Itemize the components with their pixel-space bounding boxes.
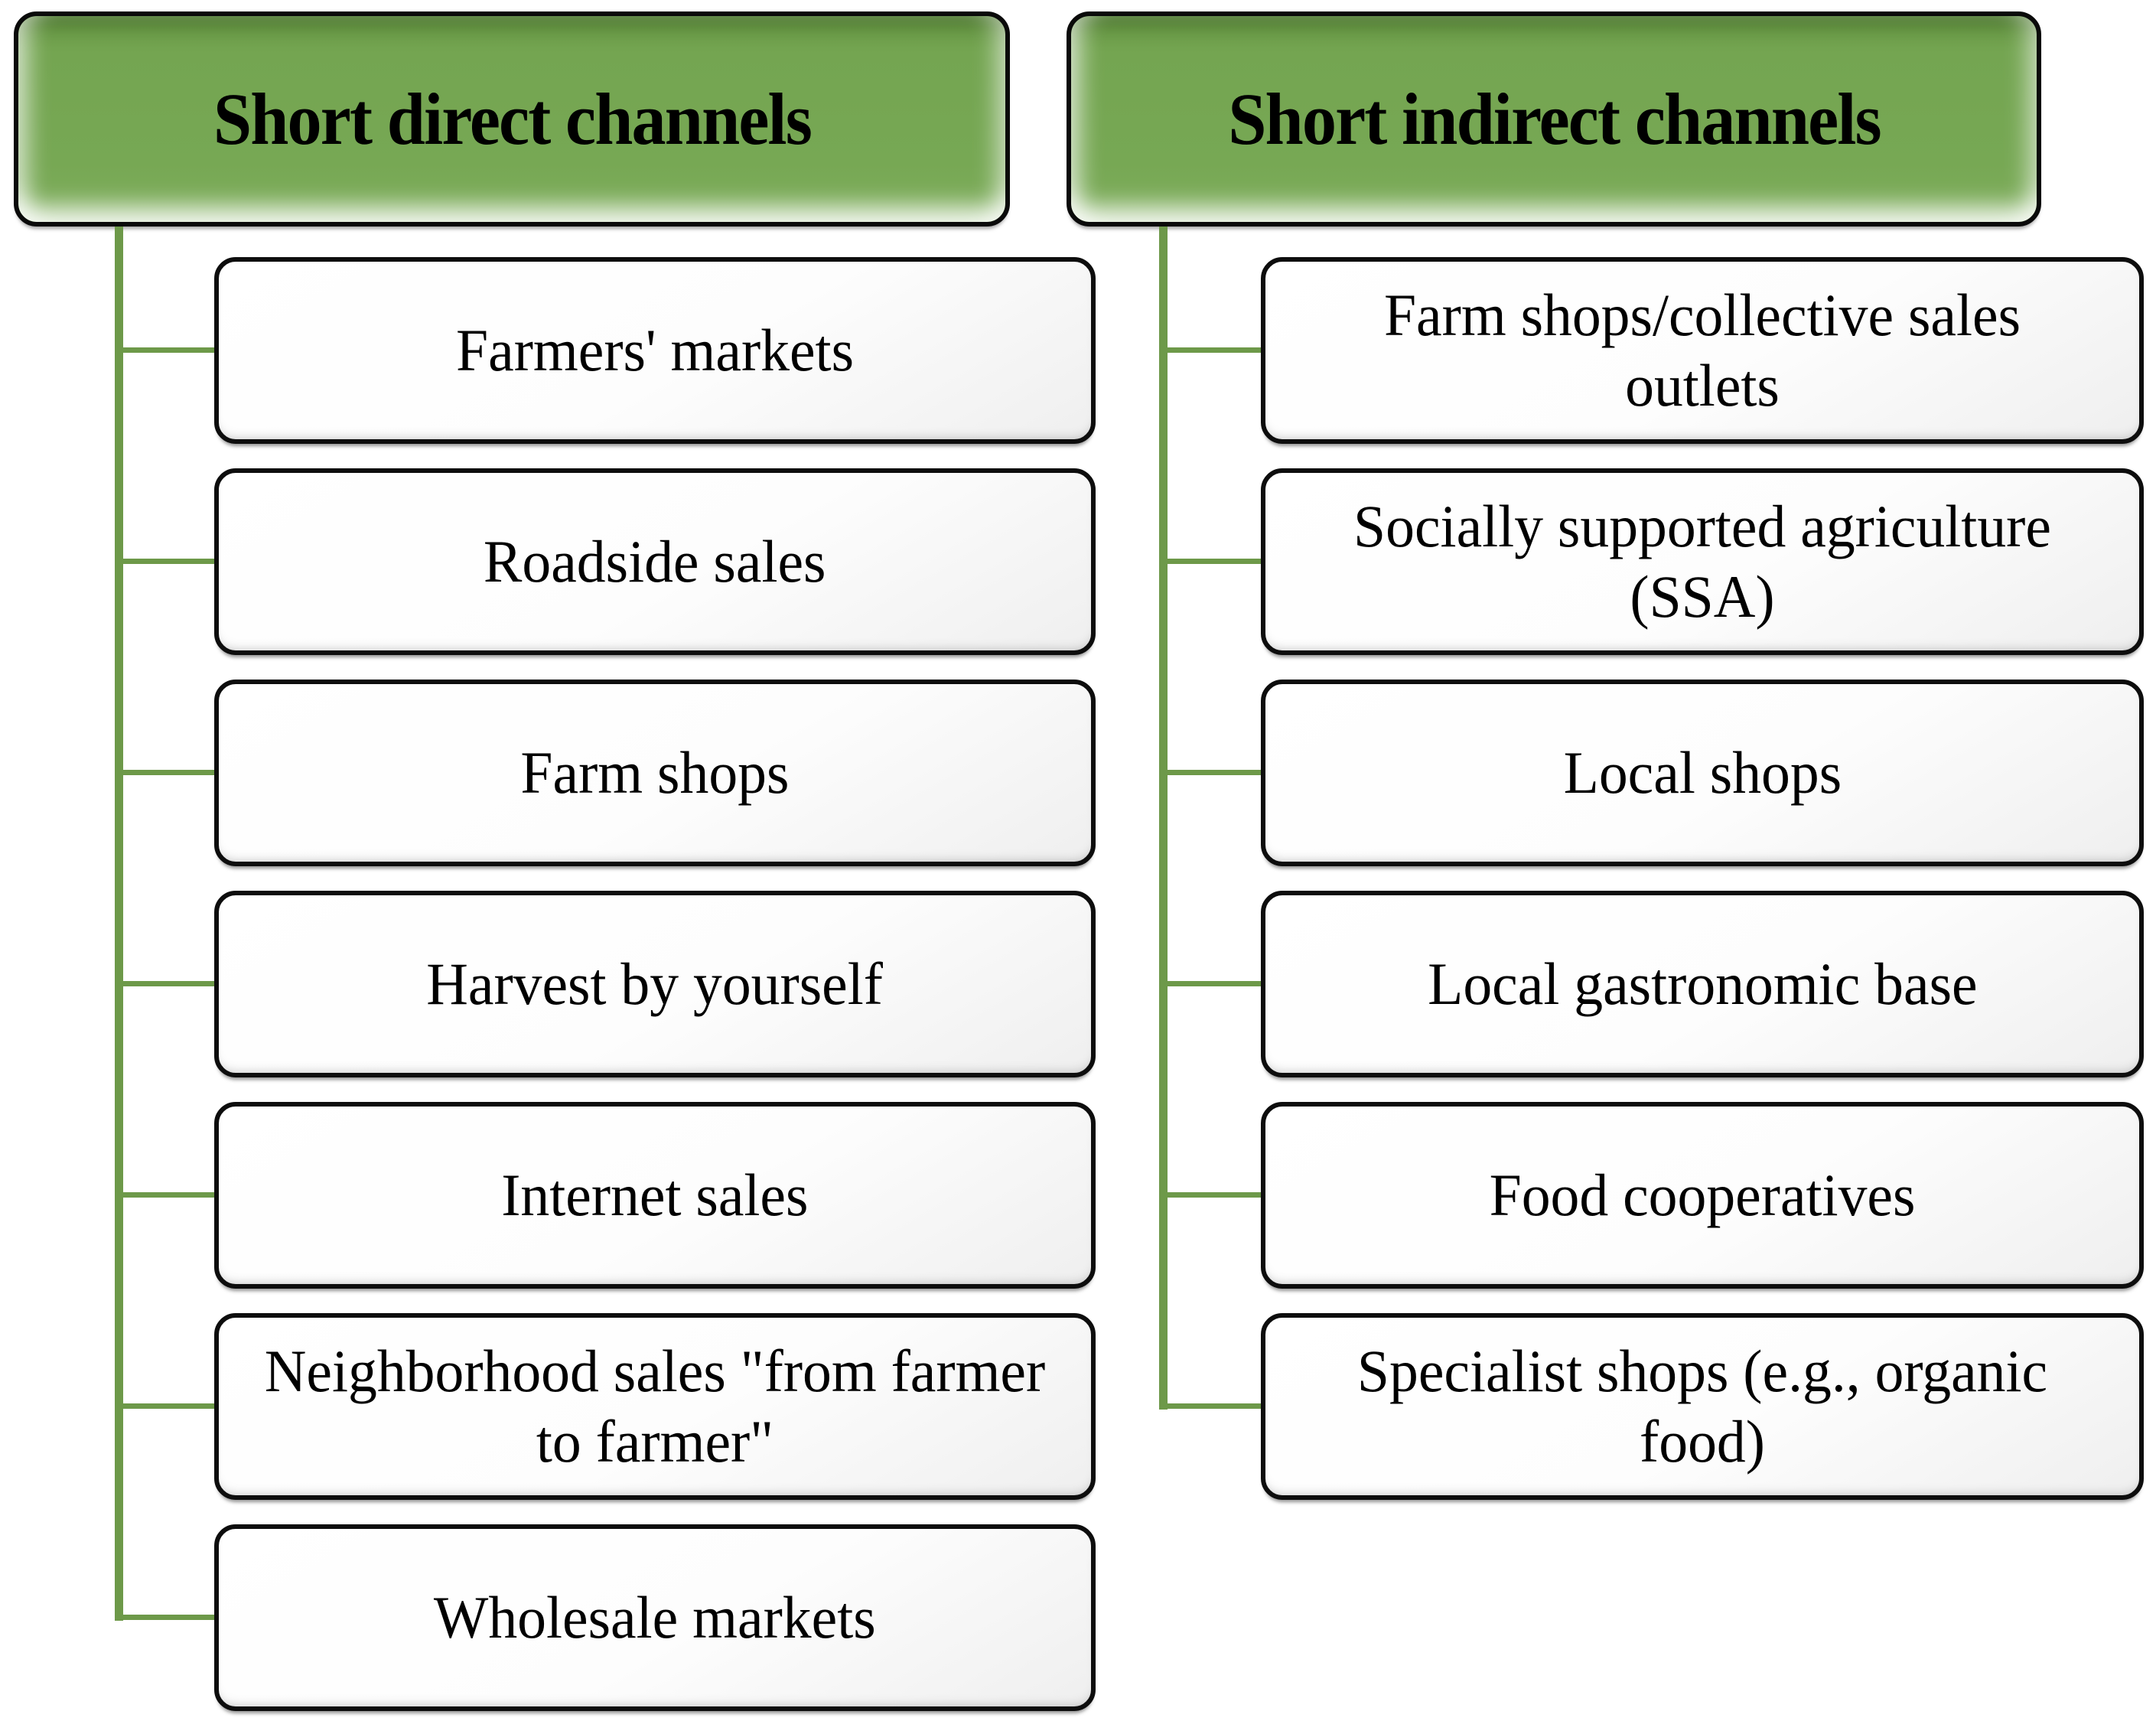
channel-box-local-gastronomic-base: Local gastronomic base	[1261, 891, 2144, 1077]
channel-box-label: Wholesale markets	[434, 1583, 876, 1651]
direct-channels-header: Short direct channels	[14, 11, 1010, 227]
direct-channels-header-label: Short direct channels	[213, 78, 812, 160]
connector-trunk-indirect	[1159, 227, 1168, 1410]
channel-box-wholesale-markets: Wholesale markets	[214, 1524, 1096, 1711]
connector-branch	[115, 981, 214, 986]
channel-box-harvest-by-yourself: Harvest by yourself	[214, 891, 1096, 1077]
channel-box-roadside-sales: Roadside sales	[214, 468, 1096, 655]
indirect-channels-header: Short indirect channels	[1067, 11, 2041, 227]
channel-box-label: Local shops	[1563, 738, 1842, 806]
indirect-channels-header-label: Short indirect channels	[1227, 78, 1881, 160]
connector-branch	[115, 1403, 214, 1409]
channel-box-farm-shops-collective: Farm shops/collective sales outlets	[1261, 257, 2144, 444]
channel-box-label: Neighborhood sales "from farmer to farme…	[264, 1337, 1046, 1475]
channel-box-internet-sales: Internet sales	[214, 1102, 1096, 1289]
channel-box-food-cooperatives: Food cooperatives	[1261, 1102, 2144, 1289]
channel-box-label: Farm shops	[520, 738, 790, 806]
channel-box-label: Farmers' markets	[456, 316, 854, 383]
channel-box-label: Socially supported agriculture (SSA)	[1353, 492, 2051, 630]
connector-branch	[1159, 347, 1261, 353]
channel-box-label: Specialist shops (e.g., organic food)	[1356, 1337, 2048, 1475]
connector-branch	[1159, 559, 1261, 564]
connector-branch	[115, 770, 214, 775]
channel-box-label: Local gastronomic base	[1427, 950, 1978, 1017]
channel-box-farm-shops: Farm shops	[214, 680, 1096, 866]
connector-branch	[115, 1192, 214, 1198]
channel-box-label: Harvest by yourself	[426, 950, 884, 1017]
channel-box-farmers-markets: Farmers' markets	[214, 257, 1096, 444]
channel-box-ssa: Socially supported agriculture (SSA)	[1261, 468, 2144, 655]
channel-box-label: Farm shops/collective sales outlets	[1383, 281, 2021, 419]
connector-branch	[1159, 981, 1261, 986]
connector-branch	[1159, 770, 1261, 775]
channel-box-label: Internet sales	[501, 1161, 809, 1228]
connector-branch	[1159, 1403, 1261, 1409]
connector-branch	[1159, 1192, 1261, 1198]
channel-box-label: Food cooperatives	[1489, 1161, 1916, 1228]
connector-trunk-direct	[115, 227, 123, 1621]
connector-branch	[115, 559, 214, 564]
connector-branch	[115, 347, 214, 353]
channel-box-neighborhood-sales: Neighborhood sales "from farmer to farme…	[214, 1313, 1096, 1500]
channel-box-label: Roadside sales	[484, 527, 826, 595]
channel-box-specialist-shops: Specialist shops (e.g., organic food)	[1261, 1313, 2144, 1500]
channel-box-local-shops: Local shops	[1261, 680, 2144, 866]
connector-branch	[115, 1615, 214, 1620]
